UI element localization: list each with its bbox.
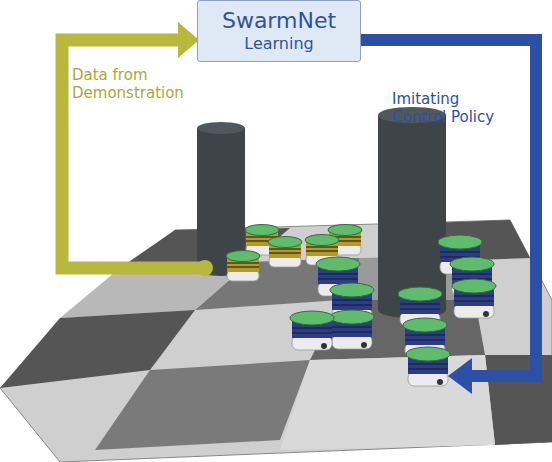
- pillar: [378, 107, 446, 318]
- checker-floor: [0, 220, 552, 462]
- box-subtitle: Learning: [244, 34, 313, 54]
- robot-swarm: [226, 225, 496, 387]
- policy-arrow: [360, 40, 536, 394]
- demonstration-arrow: [62, 22, 213, 276]
- box-title: SwarmNet: [222, 8, 336, 34]
- arrow-label: Data from Demonstration: [72, 66, 192, 102]
- process-box: SwarmNetLearning: [197, 0, 361, 62]
- arrow-label: Imitating Control Policy: [392, 90, 514, 126]
